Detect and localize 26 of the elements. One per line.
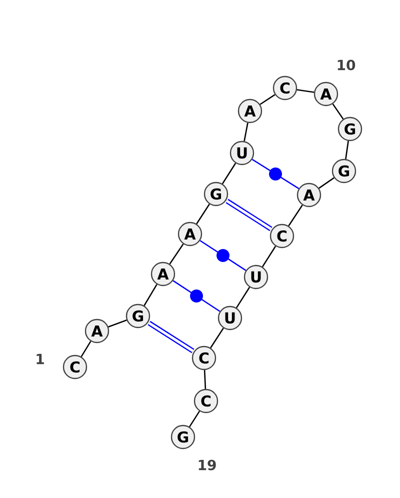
- backbone-line: [288, 204, 303, 226]
- backbone-line: [296, 89, 314, 93]
- backbone-line: [262, 246, 276, 268]
- backbone-line: [188, 410, 200, 428]
- base-pair-line: [200, 240, 246, 271]
- base-pair-line: [148, 320, 194, 354]
- backbone-line: [80, 341, 92, 358]
- backbone-line: [244, 122, 248, 142]
- backbone-line: [236, 286, 250, 308]
- backbone-line: [210, 328, 224, 348]
- position-number: 10: [338, 60, 356, 70]
- backbone-line: [204, 370, 206, 389]
- position-number: 19: [198, 460, 216, 470]
- backbone-line: [260, 94, 276, 105]
- backbone-line: [222, 162, 236, 184]
- backbone-line: [108, 320, 127, 328]
- backbone-line: [318, 177, 334, 189]
- backbone-line: [144, 284, 158, 306]
- position-number: 1: [36, 354, 44, 364]
- backbone-line: [169, 244, 184, 264]
- backbone-line: [345, 140, 349, 160]
- backbone-line: [196, 204, 210, 224]
- base-pair-line: [252, 158, 300, 190]
- base-pair-line: [226, 198, 272, 232]
- base-pair-line: [172, 280, 220, 312]
- backbone-line: [332, 104, 344, 120]
